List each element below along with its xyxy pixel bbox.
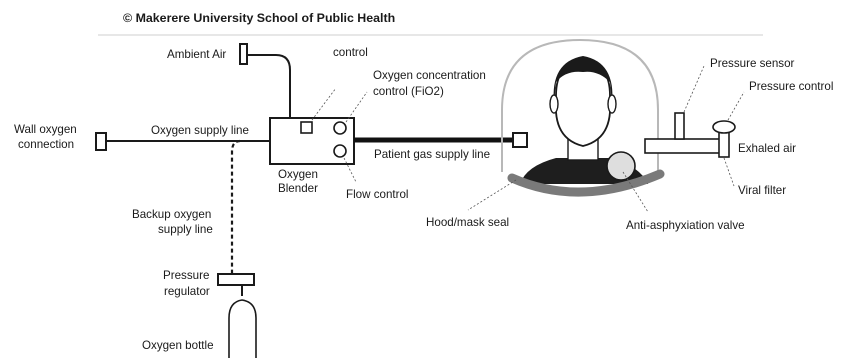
hood-mask-seal-label: Hood/mask seal — [426, 216, 509, 229]
flow-control-label: Flow control — [346, 188, 409, 201]
wall-oxygen-label-line1: Wall oxygen — [14, 123, 77, 136]
oxygen-blender-label-line1: Oxygen — [278, 168, 318, 181]
exhaust-assembly — [644, 112, 736, 158]
flow-control-leader — [343, 157, 357, 183]
oxygen-blender — [269, 117, 355, 165]
pressure-control-leader — [727, 91, 745, 121]
flow-control-knob — [333, 144, 347, 158]
fio2-control-knob — [333, 121, 347, 135]
ambient-air-inlet — [239, 43, 291, 118]
pressure-regulator — [217, 273, 255, 286]
anti-asphyxiation-valve-label: Anti-asphyxiation valve — [626, 219, 745, 232]
ambient-air-label: Ambient Air — [167, 48, 226, 61]
oxygen-bottle-label: Oxygen bottle — [142, 339, 214, 352]
pressure-control-label: Pressure control — [749, 80, 833, 93]
viral-filter — [718, 130, 730, 158]
backup-oxygen-label-line1: Backup oxygen — [132, 208, 211, 221]
oxygen-concentration-label-line1: Oxygen concentration — [373, 69, 486, 82]
control-leader — [311, 87, 337, 121]
viral-filter-label: Viral filter — [738, 184, 786, 197]
oxygen-supply-line-label: Oxygen supply line — [151, 124, 249, 137]
exhaled-air-label: Exhaled air — [738, 142, 796, 155]
backup-oxygen-line — [230, 139, 241, 274]
pressure-sensor — [674, 112, 685, 140]
wall-oxygen-label-line2: connection — [18, 138, 74, 151]
control-top-label: control — [333, 46, 368, 59]
pressure-regulator-label-line1: Pressure — [163, 269, 209, 282]
viral-filter-leader — [723, 157, 735, 187]
ambient-control-knob — [300, 121, 313, 134]
helmet-hood — [501, 38, 659, 172]
pressure-sensor-label: Pressure sensor — [710, 57, 795, 70]
exhaust-tube — [644, 138, 722, 154]
hood-mask-seal — [507, 169, 665, 197]
helmet-inlet-port — [512, 132, 528, 148]
pressure-control-valve — [712, 120, 736, 134]
hood-seal-leader — [467, 179, 517, 211]
patient-hair — [553, 56, 613, 104]
oxygen-blender-label-line2: Blender — [278, 182, 318, 195]
anti-asphyxiation-valve — [606, 151, 636, 181]
wall-oxygen-connector — [95, 132, 107, 151]
copyright-text: © Makerere University School of Public H… — [123, 11, 395, 25]
oxygen-bottle — [228, 299, 257, 358]
pressure-regulator-label-line2: regulator — [164, 285, 210, 298]
oxygen-concentration-label-line2: control (FiO2) — [373, 85, 444, 98]
patient-gas-supply-line-label: Patient gas supply line — [374, 148, 490, 161]
backup-oxygen-label-line2: supply line — [158, 223, 213, 236]
pressure-sensor-leader — [683, 65, 705, 113]
fio2-leader — [345, 91, 368, 123]
